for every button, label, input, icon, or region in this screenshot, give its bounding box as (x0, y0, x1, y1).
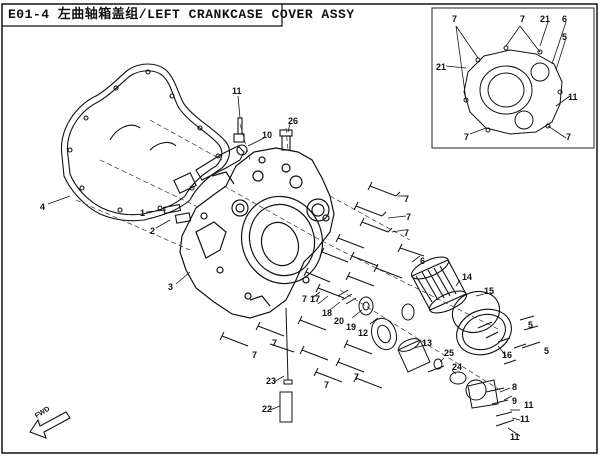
gasket-part (60, 63, 231, 222)
callout-5: 5 (528, 320, 534, 330)
inset-callout-5: 5 (562, 32, 568, 42)
callout-17: 17 (310, 294, 321, 304)
small-parts (337, 289, 541, 427)
inset-callout-21: 21 (436, 62, 447, 72)
callout-13: 13 (422, 338, 433, 348)
callout-26: 26 (288, 116, 299, 126)
inset-callout-7: 7 (452, 14, 458, 24)
callout-19: 19 (346, 322, 357, 332)
callout-23: 23 (266, 376, 277, 386)
callout-7: 7 (272, 338, 278, 348)
callout-7: 7 (252, 350, 258, 360)
inset-callout-11: 11 (568, 92, 578, 102)
callout-7: 7 (354, 372, 360, 382)
callout-3: 3 (168, 282, 174, 292)
callout-11: 11 (232, 86, 242, 96)
callout-5: 5 (544, 346, 550, 356)
callout-leader-lines (47, 95, 521, 437)
inset-callout-7: 7 (464, 132, 470, 142)
inset-callout-21: 21 (540, 14, 551, 24)
filter-cover-gasket-part (451, 290, 501, 334)
inset-drawing (463, 45, 563, 135)
callout-9: 9 (512, 396, 518, 406)
callout-18: 18 (322, 308, 333, 318)
callout-11: 11 (524, 400, 534, 410)
callout-16: 16 (502, 350, 513, 360)
inset-callout-7: 7 (566, 132, 572, 142)
assembly-lines (75, 119, 501, 391)
callout-7: 7 (324, 380, 330, 390)
callout-7: 7 (302, 294, 308, 304)
callout-7: 7 (406, 212, 412, 222)
fwd-arrow-icon (29, 411, 71, 439)
callout-12: 12 (358, 328, 369, 338)
filter-cover-part (456, 308, 512, 356)
callout-11: 11 (520, 414, 530, 424)
callout-11: 11 (510, 432, 520, 442)
callout-4: 4 (40, 202, 46, 212)
crankcase-cover-part (179, 147, 335, 319)
callout-20: 20 (334, 316, 345, 326)
bolt-set (219, 181, 425, 423)
callout-22: 22 (262, 404, 273, 414)
inset-callout-6: 6 (562, 14, 568, 24)
sensor-part (162, 117, 293, 224)
title-box (2, 4, 283, 27)
diagram-title: E01-4 左曲轴箱盖组/LEFT CRANKCASE COVER ASSY (8, 7, 355, 22)
callout-10: 10 (262, 130, 273, 140)
callout-24: 24 (452, 362, 463, 372)
inset-box (431, 7, 595, 149)
callout-2: 2 (150, 226, 156, 236)
callout-8: 8 (512, 382, 518, 392)
inset-leader-lines (445, 21, 571, 139)
callout-7: 7 (404, 228, 410, 238)
outer-frame (1, 3, 598, 454)
callout-14: 14 (462, 272, 473, 282)
oil-filter-part (410, 256, 468, 314)
callout-1: 1 (140, 208, 146, 218)
callout-25: 25 (444, 348, 455, 358)
callout-15: 15 (484, 286, 495, 296)
callout-7: 7 (404, 194, 410, 204)
callout-6: 6 (420, 256, 426, 266)
inset-callout-7: 7 (520, 14, 526, 24)
